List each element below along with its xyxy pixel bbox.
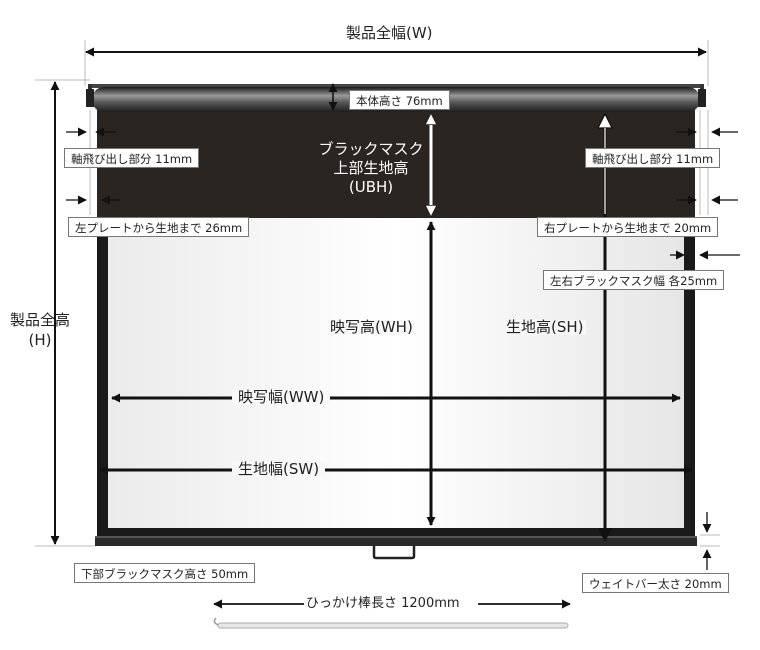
screen-surface [108,218,684,528]
upper-mask-label-line1: ブラックマスク [318,140,424,158]
left-plate-to-fabric-label: 左プレートから生地まで 26mm [68,217,250,237]
screen-width-label: 映写幅(WW) [232,390,331,405]
upper-mask-label: ブラックマスク 上部生地高 (UBH) [316,140,426,197]
hook-pole-length-label: ひっかけ棒長さ 1200mm [306,596,460,611]
fabric-height-label: 生地高(SH) [504,318,586,336]
screen-height-label: 映写高(WH) [328,318,415,336]
fabric-width-label: 生地幅(SW) [232,462,326,477]
upper-mask-label-line2: 上部生地高 [333,159,409,177]
product-height-label-line1: 製品全高 [9,311,70,329]
right-plate-to-fabric-label: 右プレートから生地まで 20mm [537,217,719,237]
right-axis-projection-label: 軸飛び出し部分 11mm [585,148,721,168]
hook-pole [213,617,569,629]
product-height-label: 製品全高 (H) [8,310,72,350]
axis-projection-arrows [66,127,740,570]
bottom-mask-height-label: 下部ブラックマスク高さ 50mm [74,563,256,583]
left-axis-projection-label: 軸飛び出し部分 11mm [64,148,200,168]
housing-frame [88,84,704,88]
upper-mask-label-line3: (UBH) [348,178,394,196]
product-width-label: 製品全幅(W) [346,24,433,42]
body-height-label: 本体高さ 76mm [349,90,450,110]
pull-handle [372,546,416,560]
weight-bar-thickness-label: ウェイトバー太さ 20mm [582,573,729,593]
product-height-label-line2: (H) [28,331,52,349]
side-mask-width-label: 左右ブラックマスク幅 各25mm [543,270,725,290]
weight-bar [95,536,697,546]
